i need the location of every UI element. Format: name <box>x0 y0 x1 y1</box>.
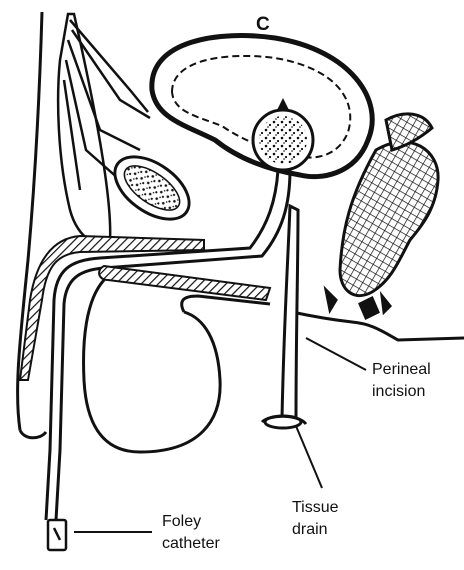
scrotum <box>84 280 221 452</box>
seminal-vesicle <box>104 144 200 231</box>
label-foley-line2: catheter <box>162 535 220 552</box>
label-perineal-line2: incision <box>372 383 425 400</box>
pubic-bone <box>58 14 150 244</box>
panel-letter: C <box>256 14 270 35</box>
label-foley-line1: Foley <box>162 513 201 530</box>
catheter-tip <box>48 520 66 550</box>
label-drain-line1: Tissue <box>292 499 339 516</box>
label-perineal-line1: Perineal <box>372 361 431 378</box>
perineum <box>182 296 464 340</box>
label-drain-line2: drain <box>292 521 328 538</box>
tissue-drain <box>262 206 306 428</box>
